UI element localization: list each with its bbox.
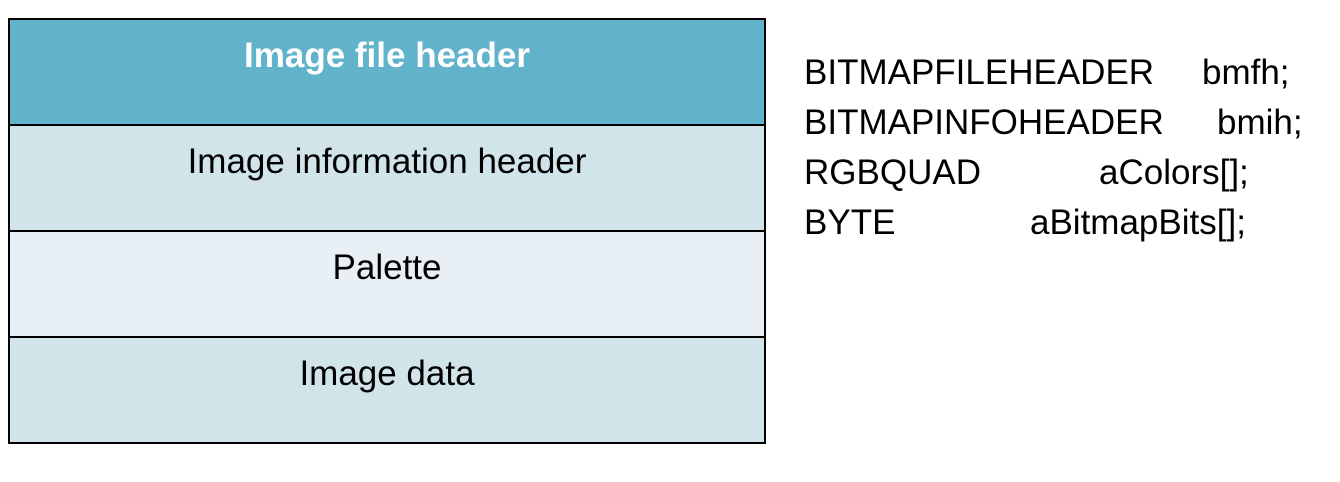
code-identifier: aColors[]; xyxy=(1099,153,1249,192)
code-identifier: aBitmapBits[]; xyxy=(1030,203,1246,242)
row-label: Palette xyxy=(332,248,442,287)
struct-declaration: BITMAPFILEHEADER bmfh; BITMAPINFOHEADER … xyxy=(804,52,1324,252)
row-label: Image information header xyxy=(187,142,587,181)
row-palette: Palette xyxy=(10,232,764,338)
code-identifier: bmfh; xyxy=(1202,53,1290,92)
row-image-file-header: Image file header xyxy=(10,20,764,126)
code-type: RGBQUAD xyxy=(804,153,981,192)
code-type: BITMAPINFOHEADER xyxy=(804,103,1164,142)
row-image-data: Image data xyxy=(10,338,764,442)
code-identifier: bmih; xyxy=(1217,103,1303,142)
row-label: Image file header xyxy=(244,36,530,75)
code-line: RGBQUAD aColors[]; xyxy=(804,152,1324,202)
code-type: BYTE xyxy=(804,203,896,242)
code-line: BITMAPFILEHEADER bmfh; xyxy=(804,52,1324,102)
code-line: BITMAPINFOHEADER bmih; xyxy=(804,102,1324,152)
code-type: BITMAPFILEHEADER xyxy=(804,53,1155,92)
code-line: BYTE aBitmapBits[]; xyxy=(804,202,1324,252)
row-label: Image data xyxy=(299,354,475,393)
bitmap-structure-table: Image file header Image information head… xyxy=(8,18,766,444)
row-image-information-header: Image information header xyxy=(10,126,764,232)
